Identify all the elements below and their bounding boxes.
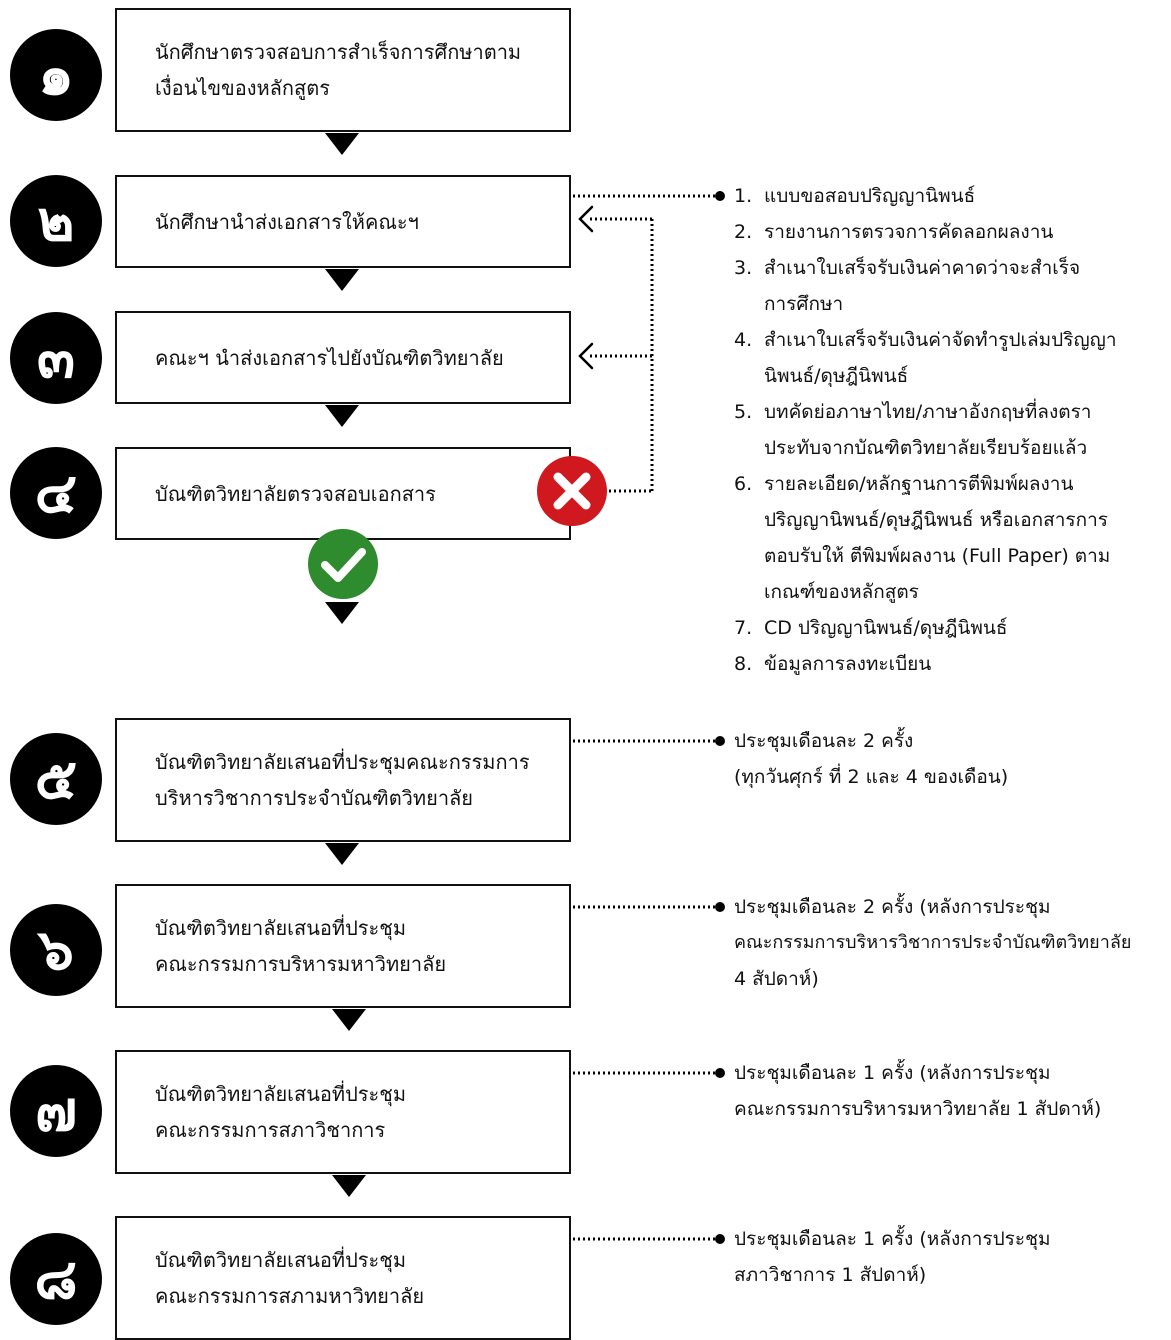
meeting-note-5: ประชุมเดือนละ 2 ครั้ง (ทุกวันศุกร์ ที่ 2… <box>734 730 1009 788</box>
flow-arrow <box>332 1009 366 1031</box>
step-text: บัณฑิตวิทยาลัยเสนอที่ประชุม <box>155 1248 407 1272</box>
step-box-3: คณะฯ นำส่งเอกสารไปยังบัณฑิตวิทยาลัย <box>115 311 571 404</box>
meeting-note-8: ประชุมเดือนละ 1 ครั้ง (หลังการประชุม สภา… <box>734 1228 1051 1286</box>
step-number-3: ๓ <box>10 312 102 404</box>
list-item: 1.แบบขอสอบปริญญานิพนธ์ <box>734 185 976 207</box>
flow-arrow <box>325 133 359 155</box>
list-item: 7.CD ปริญญานิพนธ์/ดุษฎีนิพนธ์ <box>734 617 1008 639</box>
step-number-6: ๖ <box>10 904 102 996</box>
step-text: คณะกรรมการสภามหาวิทยาลัย <box>155 1284 425 1308</box>
step-text: นักศึกษาตรวจสอบการสำเร็จการศึกษาตาม <box>155 40 522 64</box>
list-item: 6.รายละเอียด/หลักฐานการตีพิมพ์ผลงานปริญญ… <box>734 473 1111 603</box>
step-text: คณะฯ นำส่งเอกสารไปยังบัณฑิตวิทยาลัย <box>155 345 504 370</box>
step-number-2: ๒ <box>10 175 102 267</box>
list-item: 5.บทคัดย่อภาษาไทย/ภาษาอังกฤษที่ลงตราประท… <box>734 401 1092 459</box>
required-documents-list: 1.แบบขอสอบปริญญานิพนธ์ 2.รายงานการตรวจกา… <box>734 178 1164 682</box>
step-text: บัณฑิตวิทยาลัยตรวจสอบเอกสาร <box>155 481 436 506</box>
step-number-1: ๑ <box>10 29 102 121</box>
step-box-4: บัณฑิตวิทยาลัยตรวจสอบเอกสาร <box>115 447 571 540</box>
reject-icon <box>537 456 607 526</box>
meeting-note-6: ประชุมเดือนละ 2 ครั้ง (หลังการประชุม คณะ… <box>734 896 1132 990</box>
list-item: 8.ข้อมูลการลงทะเบียน <box>734 653 932 675</box>
approve-check-icon <box>308 529 378 599</box>
step-text: บริหารวิชาการประจำบัณฑิตวิทยาลัย <box>155 786 474 810</box>
step-text: คณะกรรมการสภาวิชาการ <box>155 1118 386 1142</box>
step-box-6: บัณฑิตวิทยาลัยเสนอที่ประชุม คณะกรรมการบร… <box>115 884 571 1008</box>
flow-arrow <box>325 269 359 291</box>
step-text: บัณฑิตวิทยาลัยเสนอที่ประชุม <box>155 916 407 940</box>
step-box-1: นักศึกษาตรวจสอบการสำเร็จการศึกษาตาม เงื่… <box>115 8 571 132</box>
step-number-7: ๗ <box>10 1065 102 1157</box>
step-number-4: ๔ <box>10 447 102 539</box>
step-text: เงื่อนไขของหลักสูตร <box>155 76 330 100</box>
step-number-8: ๘ <box>10 1233 102 1325</box>
flow-arrow <box>325 843 359 865</box>
list-item: 3.สำเนาใบเสร็จรับเงินค่าคาดว่าจะสำเร็จกา… <box>734 257 1081 315</box>
flow-arrow <box>325 405 359 427</box>
step-box-8: บัณฑิตวิทยาลัยเสนอที่ประชุม คณะกรรมการสภ… <box>115 1216 571 1340</box>
meeting-note-7: ประชุมเดือนละ 1 ครั้ง (หลังการประชุม คณะ… <box>734 1062 1102 1120</box>
list-item: 2.รายงานการตรวจการคัดลอกผลงาน <box>734 221 1054 243</box>
list-item: 4.สำเนาใบเสร็จรับเงินค่าจัดทำรูปเล่มปริญ… <box>734 329 1117 387</box>
step-text: บัณฑิตวิทยาลัยเสนอที่ประชุมคณะกรรมการ <box>155 750 530 774</box>
step-text: บัณฑิตวิทยาลัยเสนอที่ประชุม <box>155 1082 407 1106</box>
step-box-5: บัณฑิตวิทยาลัยเสนอที่ประชุมคณะกรรมการ บร… <box>115 718 571 842</box>
step-text: นักศึกษานำส่งเอกสารให้คณะฯ <box>155 209 419 234</box>
step-text: คณะกรรมการบริหารมหาวิทยาลัย <box>155 952 447 976</box>
step-box-7: บัณฑิตวิทยาลัยเสนอที่ประชุม คณะกรรมการสภ… <box>115 1050 571 1174</box>
step-number-5: ๕ <box>10 733 102 825</box>
flow-arrow <box>332 1175 366 1197</box>
step-box-2: นักศึกษานำส่งเอกสารให้คณะฯ <box>115 175 571 268</box>
flow-arrow <box>325 602 359 624</box>
